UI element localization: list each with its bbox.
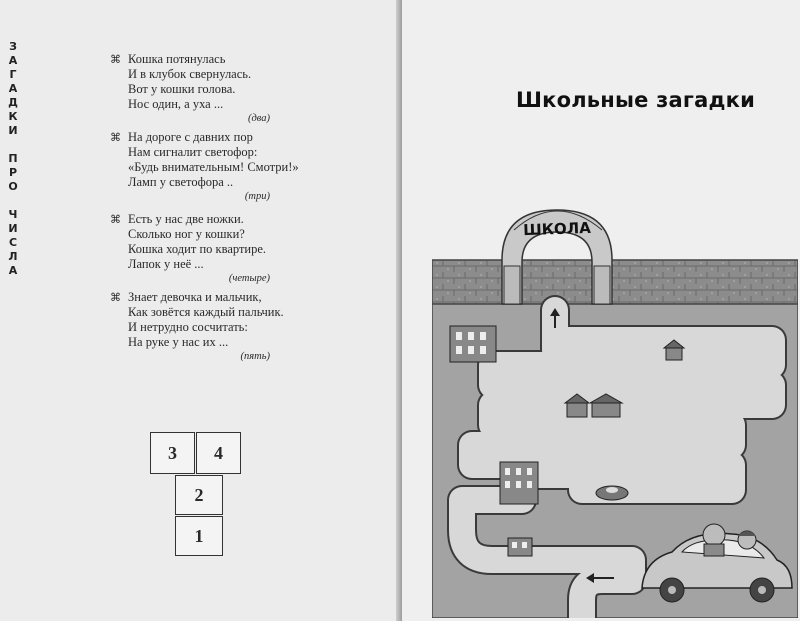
arrow-up-icon [550, 308, 560, 328]
riddle-line: На дороге с давних пор [128, 130, 253, 144]
riddle-line: На руке у нас их ... [128, 335, 229, 349]
driver-figure [702, 523, 726, 557]
riddle-line: Нос один, а уха ... [128, 97, 224, 111]
riddle-line: Как зовётся каждый пальчик. [128, 305, 284, 319]
riddle-marker-icon: ⌘ [110, 53, 121, 66]
hopscotch-cell-4: 4 [196, 432, 241, 474]
riddle-line: Есть у нас две ножки. [128, 212, 244, 226]
riddle-marker-icon: ⌘ [110, 131, 121, 144]
building-icon [449, 325, 497, 363]
riddle-1: ⌘ Кошка потянулась И в клубок свернулась… [110, 52, 370, 126]
car-icon [641, 532, 793, 603]
house-icon [662, 339, 686, 361]
arrow-left-icon [586, 573, 614, 583]
vertical-section-title: З А Г А Д К И П Р О Ч И С Л А [8, 40, 18, 277]
riddle-answer: (два) [247, 113, 270, 124]
child-figure [737, 530, 757, 550]
hopscotch-cell-3: 3 [150, 432, 195, 474]
stone-wall [432, 259, 798, 305]
riddle-4: ⌘ Знает девочка и мальчик, Как зовётся к… [110, 290, 370, 364]
riddle-line: И в клубок свернулась. [128, 67, 252, 81]
riddle-2: ⌘ На дороге с давних пор Нам сигналит св… [110, 130, 370, 204]
riddle-answer: (пять) [240, 351, 271, 362]
riddle-marker-icon: ⌘ [110, 213, 121, 226]
riddle-line: Лапок у неё ... [128, 257, 204, 271]
riddle-line: Знает девочка и мальчик, [128, 290, 262, 304]
riddle-marker-icon: ⌘ [110, 291, 121, 304]
riddle-answer: (четыре) [228, 273, 270, 284]
riddle-answer: (три) [244, 191, 270, 202]
riddle-line: Нам сигналит светофор: [128, 145, 258, 159]
fountain-icon [595, 485, 629, 501]
school-maze-illustration: ШКОЛА [432, 209, 798, 618]
page-title: Школьные загадки [516, 88, 755, 112]
riddle-line: Кошка ходит по квартире. [128, 242, 267, 256]
building-icon [499, 461, 539, 505]
riddle-line: «Будь внимательным! Смотри!» [128, 160, 299, 174]
riddle-3: ⌘ Есть у нас две ножки. Сколько ног у ко… [110, 212, 370, 286]
school-sign: ШКОЛА [523, 219, 592, 239]
riddle-line: И нетрудно сосчитать: [128, 320, 248, 334]
school-arch-icon [501, 209, 613, 305]
riddle-line: Вот у кошки голова. [128, 82, 236, 96]
building-icon [507, 537, 533, 557]
hopscotch-cell-2: 2 [175, 475, 223, 515]
left-page: З А Г А Д К И П Р О Ч И С Л А ⌘ Кошка по… [0, 0, 402, 621]
hopscotch-cell-1: 1 [175, 516, 223, 556]
riddle-line: Сколько ног у кошки? [128, 227, 245, 241]
riddle-line: Кошка потянулась [128, 52, 226, 66]
house-icon [563, 393, 624, 418]
riddle-line: Ламп у светофора .. [128, 175, 234, 189]
